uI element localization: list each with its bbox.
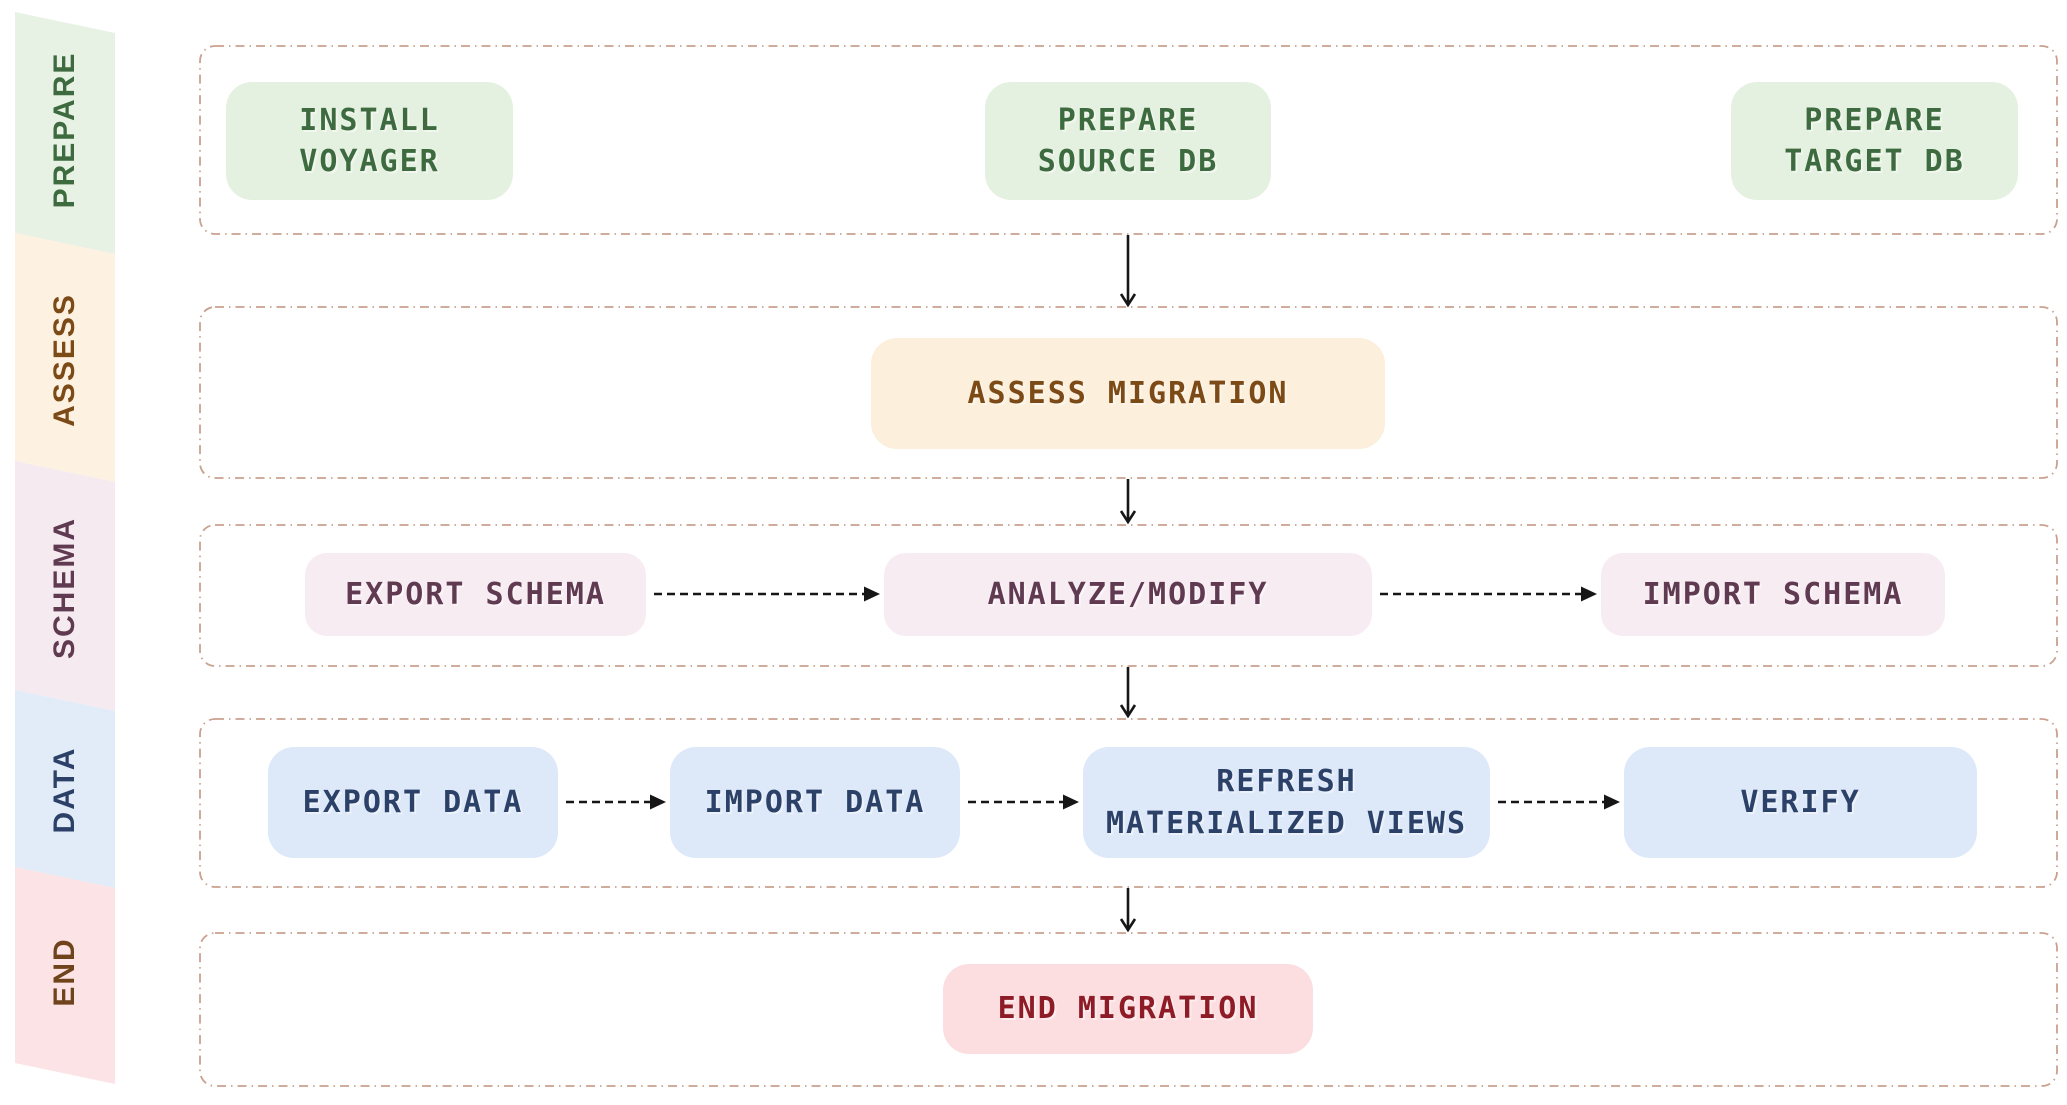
stage-strip-prepare xyxy=(15,12,115,254)
flow-arrow-assess-to-schema xyxy=(1119,479,1137,525)
flow-arrow-schema-to-data xyxy=(1119,667,1137,719)
stage-label-assess: ASSESS xyxy=(48,293,81,427)
stage-label-prepare: PREPARE xyxy=(48,51,81,209)
row-frame-assess xyxy=(199,306,2058,479)
row-frame-schema xyxy=(199,524,2058,667)
flow-arrow-data-to-end xyxy=(1119,888,1137,933)
stage-label-data: DATA xyxy=(48,746,81,834)
node-prepare-source-db: PREPARE SOURCE DB xyxy=(985,82,1271,200)
node-export-data: EXPORT DATA xyxy=(268,747,558,858)
node-install-voyager: INSTALL VOYAGER xyxy=(226,82,513,200)
arrow-export-data-to-import-data xyxy=(566,794,666,810)
stage-strip-data xyxy=(15,690,115,888)
flow-arrow-prepare-to-assess xyxy=(1119,235,1137,308)
stage-strip-assess xyxy=(15,233,115,482)
node-refresh-materialized-views: REFRESH MATERIALIZED VIEWS xyxy=(1083,747,1490,858)
node-assess-migration: ASSESS MIGRATION xyxy=(871,338,1385,449)
row-frame-end xyxy=(199,932,2058,1087)
node-export-schema: EXPORT SCHEMA xyxy=(305,553,646,636)
arrow-import-data-to-refresh xyxy=(968,794,1079,810)
arrow-refresh-to-verify xyxy=(1498,794,1620,810)
node-import-data: IMPORT DATA xyxy=(670,747,960,858)
node-prepare-target-db: PREPARE TARGET DB xyxy=(1731,82,2018,200)
node-import-schema: IMPORT SCHEMA xyxy=(1601,553,1945,636)
row-frame-prepare xyxy=(199,45,2058,235)
stage-strip-end xyxy=(15,867,115,1084)
stage-label-schema: SCHEMA xyxy=(48,516,81,660)
row-frame-data xyxy=(199,718,2058,888)
arrow-analyze-to-import-schema xyxy=(1380,586,1597,602)
node-analyze-modify: ANALYZE/MODIFY xyxy=(884,553,1372,636)
node-end-migration: END MIGRATION xyxy=(943,964,1313,1054)
arrow-export-schema-to-analyze xyxy=(654,586,880,602)
node-verify: VERIFY xyxy=(1624,747,1977,858)
stage-label-end: END xyxy=(48,937,81,1007)
stage-strip-schema xyxy=(15,461,115,711)
